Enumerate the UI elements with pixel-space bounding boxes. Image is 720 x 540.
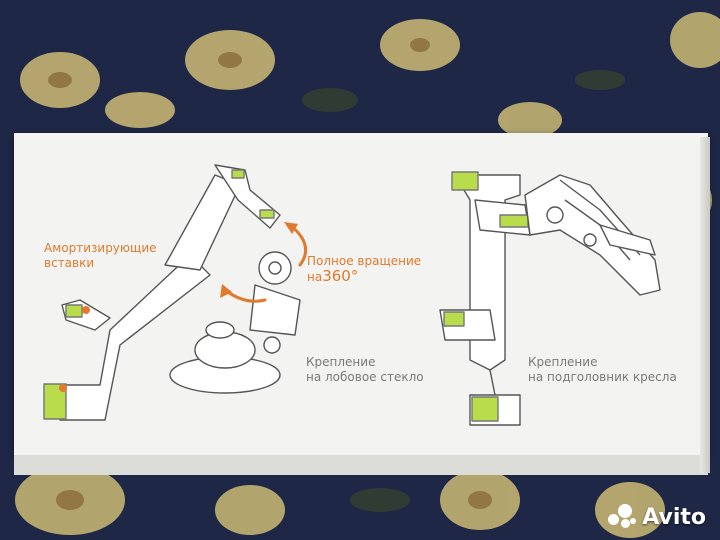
rotation-prefix: на xyxy=(307,270,323,284)
shock-inserts-line1: Амортизирующие xyxy=(44,241,157,255)
rotation-line2: на360° xyxy=(307,269,421,285)
windshield-label: Крепление на лобовое стекло xyxy=(306,355,424,385)
avito-watermark: Avito xyxy=(608,504,706,530)
avito-logo-icon xyxy=(608,504,637,530)
rotation-value: 360° xyxy=(322,267,359,285)
headrest-line1: Крепление xyxy=(528,355,598,369)
windshield-line2: на лобовое стекло xyxy=(306,370,424,384)
avito-text: Avito xyxy=(642,504,706,530)
windshield-line1: Крепление xyxy=(306,355,376,369)
rotation-line1: Полное вращение xyxy=(307,254,422,268)
box-right-edge xyxy=(700,137,710,473)
rotation-label: Полное вращение на360° xyxy=(307,254,421,285)
shock-inserts-label: Амортизирующие вставки xyxy=(44,241,157,271)
headrest-label: Крепление на подголовник кресла xyxy=(528,355,677,385)
headrest-line2: на подголовник кресла xyxy=(528,370,677,384)
box-bottom-edge xyxy=(14,455,708,475)
shock-inserts-line2: вставки xyxy=(44,256,95,270)
